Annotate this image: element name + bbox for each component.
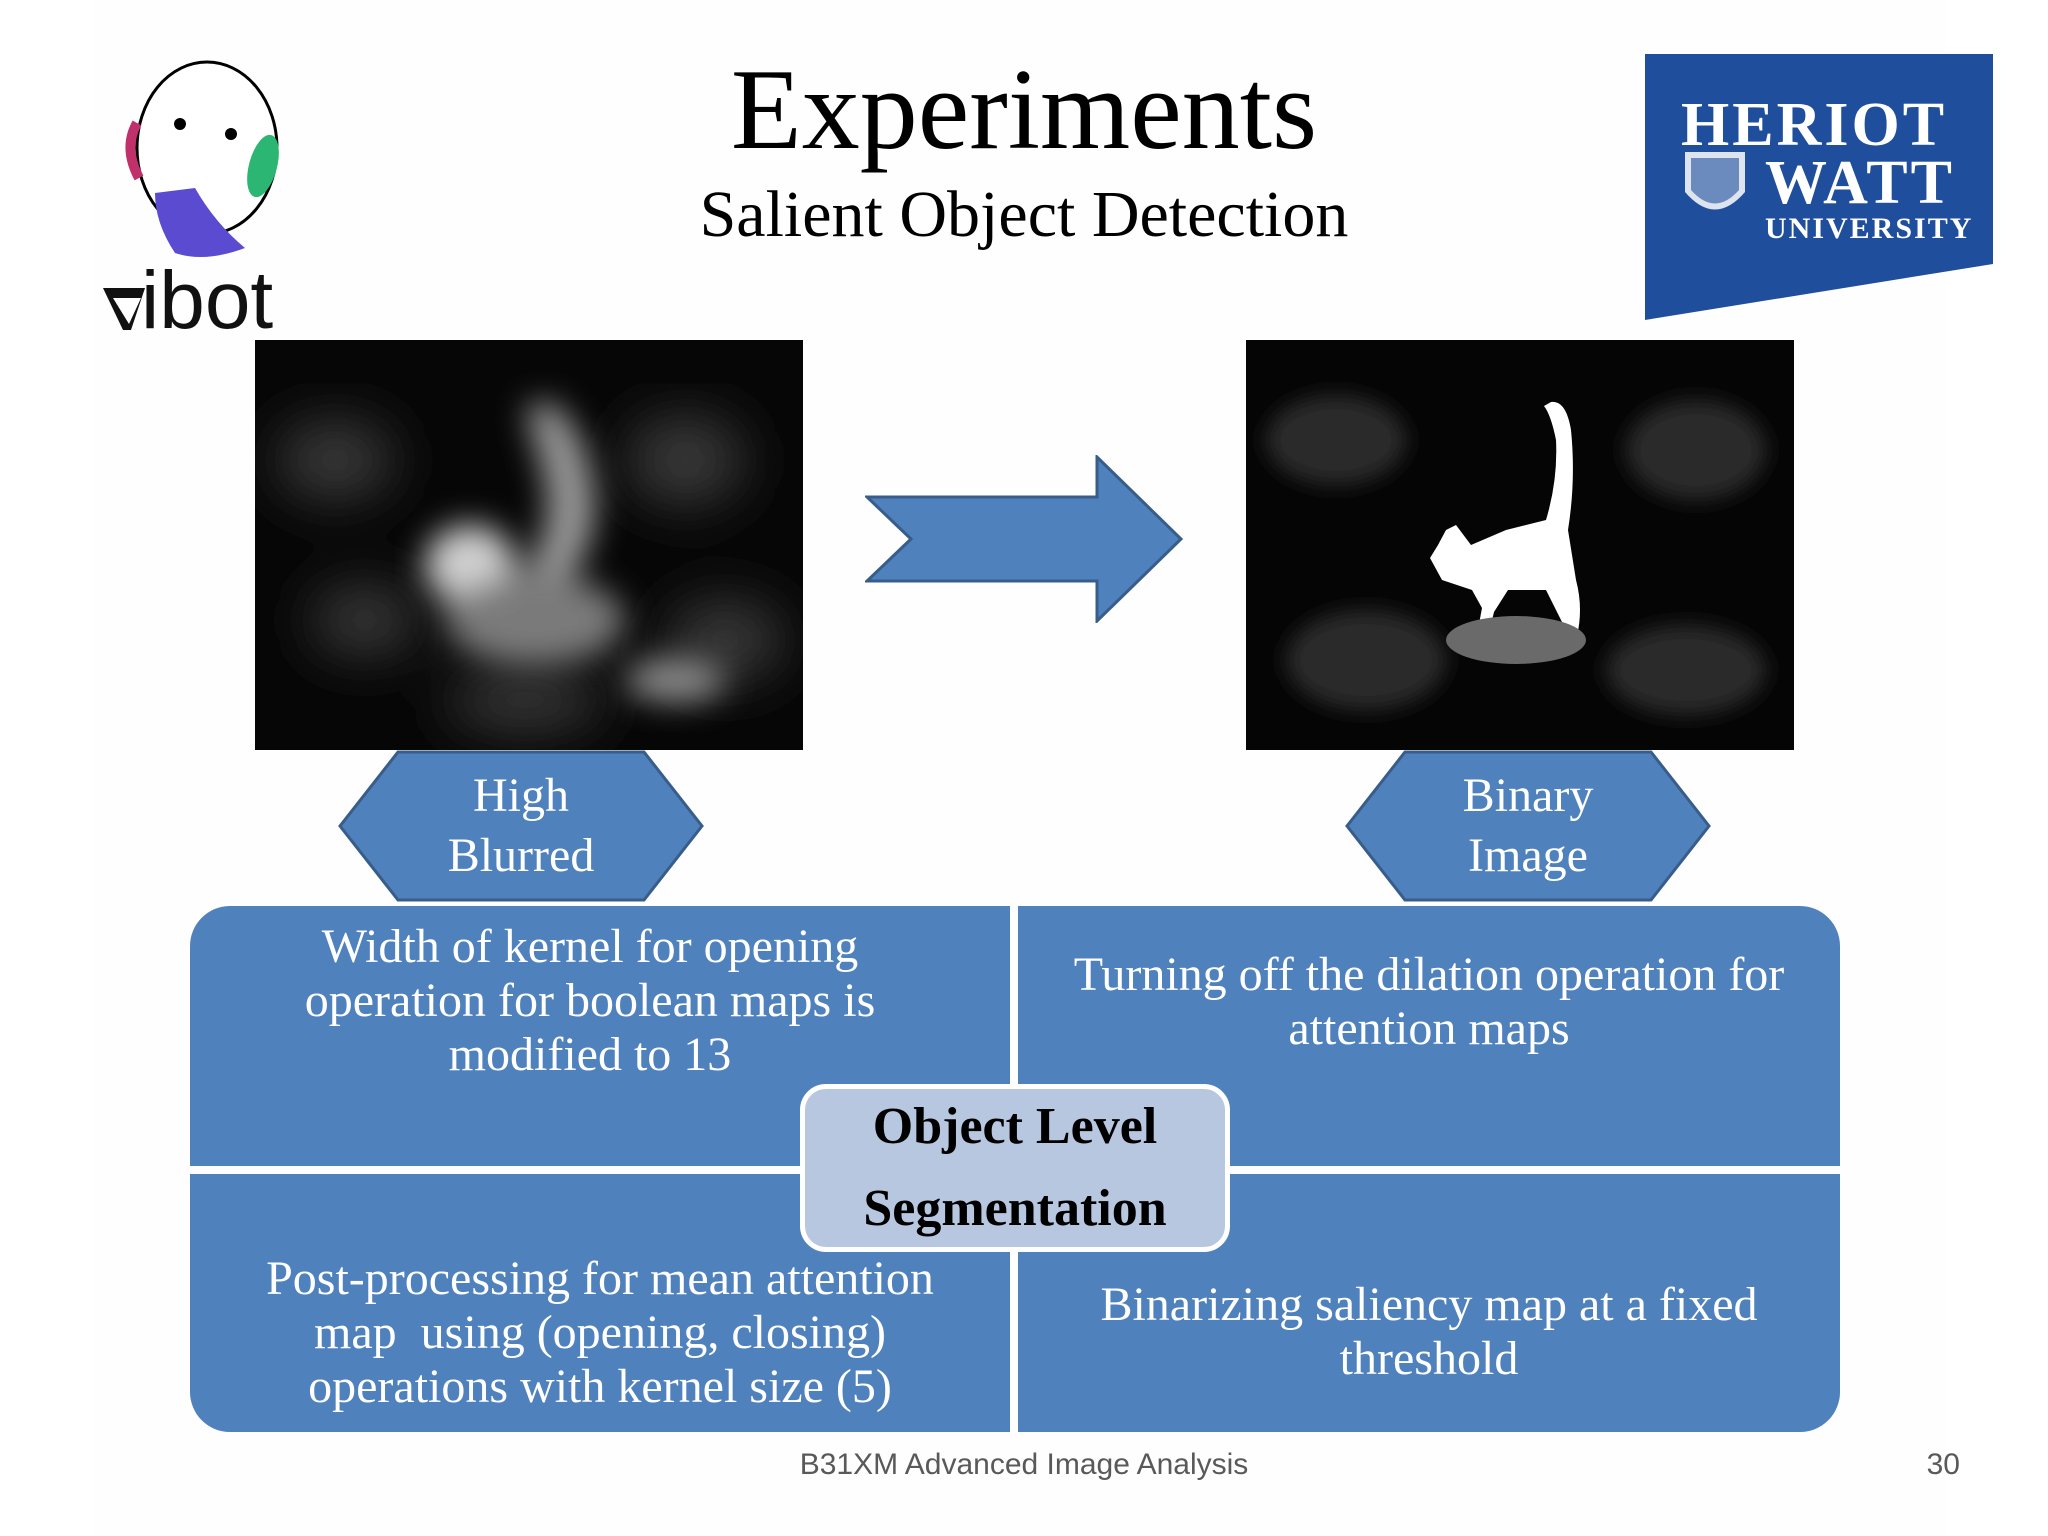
object-level-segmentation-box: Object Level Segmentation	[800, 1084, 1230, 1252]
binary-image-label-line1: Binary	[1462, 769, 1594, 822]
heriot-text: HERIOT	[1681, 91, 1948, 159]
center-label-line1: Object Level	[872, 1098, 1158, 1155]
panel-kernel-width-line2: operation for boolean maps is	[304, 974, 876, 1027]
panel-post-processing-line3: operations with kernel size (5)	[308, 1360, 892, 1413]
watt-text: WATT	[1765, 149, 1956, 217]
panel-kernel-width: Width of kernel for opening operation fo…	[190, 906, 1010, 1166]
footer-course: B31XM Advanced Image Analysis	[799, 1448, 1249, 1481]
panel-dilation-off-line1: Turning off the dilation operation for	[1073, 948, 1785, 1001]
panel-post-processing-line1: Post-processing for mean attention	[266, 1252, 934, 1305]
panel-kernel-width-line1: Width of kernel for opening	[321, 920, 859, 973]
right-arrow	[863, 453, 1185, 625]
heriot-watt-logo: HERIOT WATT UNIVERSITY	[1645, 52, 1993, 322]
slide-subtitle: Salient Object Detection	[699, 178, 1349, 251]
binary-image-label-line2: Image	[1468, 829, 1588, 882]
binary-image	[1246, 340, 1794, 750]
high-blurred-label-line1: High	[473, 769, 569, 822]
panel-kernel-width-line3: modified to 13	[448, 1028, 732, 1081]
binary-image-hexagon: Binary Image	[1345, 750, 1711, 902]
panel-binarizing-line1: Binarizing saliency map at a fixed	[1100, 1278, 1758, 1331]
panel-post-processing-line2: map using (opening, closing)	[314, 1306, 886, 1359]
vibot-logo-text: ibot	[141, 255, 274, 346]
high-blurred-label-line2: Blurred	[447, 829, 595, 882]
blurred-saliency-image	[255, 340, 803, 750]
page-number: 30	[1926, 1448, 1960, 1481]
panel-binarizing-line2: threshold	[1339, 1332, 1519, 1385]
slide-title: Experiments	[730, 46, 1318, 174]
high-blurred-hexagon: High Blurred	[338, 750, 704, 902]
vibot-logo: ibot	[95, 48, 305, 342]
panel-post-processing: Post-processing for mean attention map u…	[190, 1174, 1010, 1432]
center-label-line2: Segmentation	[863, 1180, 1167, 1237]
university-text: UNIVERSITY	[1765, 212, 1974, 245]
panel-dilation-off-line2: attention maps	[1288, 1002, 1570, 1055]
